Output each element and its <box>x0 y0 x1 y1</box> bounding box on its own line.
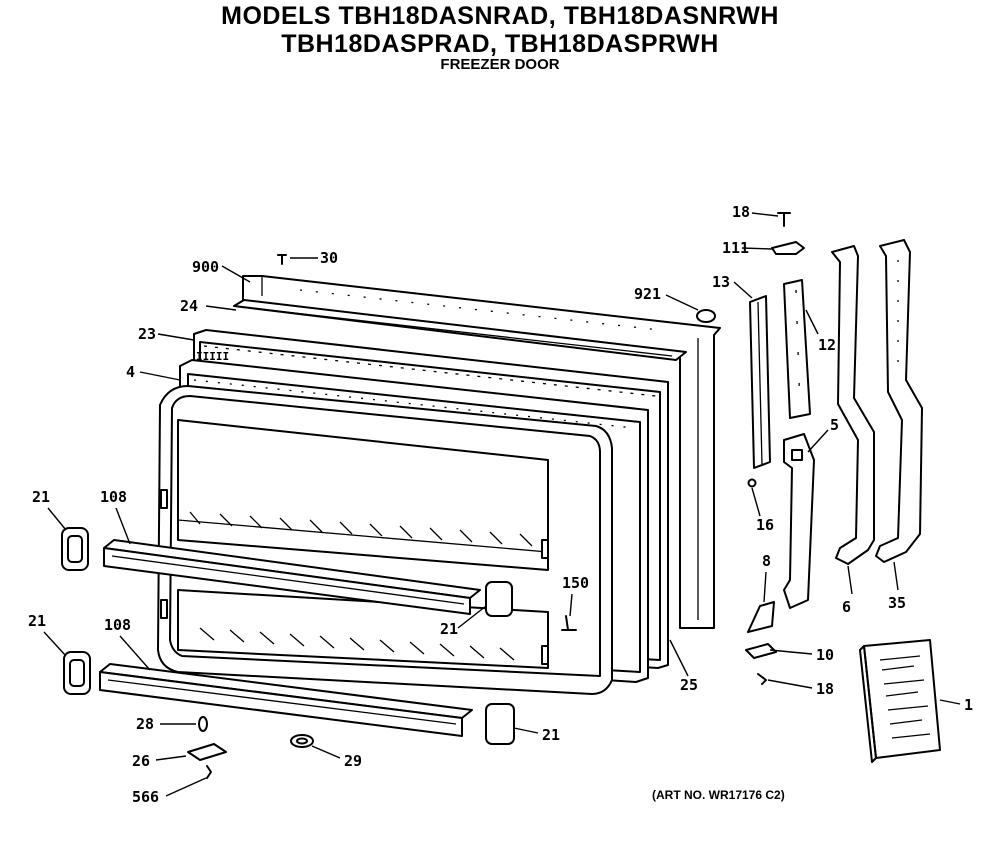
callout-4: 4 <box>126 363 135 381</box>
callout-23: 23 <box>138 325 156 343</box>
callout-6: 6 <box>842 598 851 616</box>
part-shelf-bar-upper <box>103 539 481 615</box>
part-instruction-booklet <box>859 639 941 763</box>
callout-5: 5 <box>830 416 839 434</box>
part-hinge-bar-6 <box>831 245 875 565</box>
callout-108-top: 108 <box>100 488 127 506</box>
part-small-hardware <box>187 212 805 779</box>
callout-150: 150 <box>562 574 589 592</box>
callout-1: 1 <box>964 696 973 714</box>
callout-10: 10 <box>816 646 834 664</box>
models-title-line-2: TBH18DASPRAD, TBH18DASPRWH <box>281 30 719 58</box>
callout-566: 566 <box>132 788 159 806</box>
callout-111: 111 <box>722 239 749 257</box>
callout-labels: 900 30 24 23 4 921 18 111 13 12 5 16 6 3… <box>28 203 973 806</box>
part-handle-bracket <box>783 433 815 609</box>
callout-21-top-left: 21 <box>32 488 50 506</box>
svg-text:IIIII: IIIII <box>196 350 229 363</box>
models-title-line-1: MODELS TBH18DASNRAD, TBH18DASNRWH <box>221 2 779 30</box>
callout-18-bottom: 18 <box>816 680 834 698</box>
callout-26: 26 <box>132 752 150 770</box>
part-handle-bar <box>749 295 771 469</box>
part-shelf-bar-lower <box>99 663 473 737</box>
callout-108-bottom: 108 <box>104 616 131 634</box>
callout-28: 28 <box>136 715 154 733</box>
callout-29: 29 <box>344 752 362 770</box>
callout-16: 16 <box>756 516 774 534</box>
section-title: FREEZER DOOR <box>440 56 560 73</box>
part-handle-cover <box>783 279 811 419</box>
callout-8: 8 <box>762 552 771 570</box>
part-trim-piece <box>747 601 775 633</box>
part-door-liner <box>157 385 613 695</box>
callout-900: 900 <box>192 258 219 276</box>
callout-21-bottom-right: 21 <box>542 726 560 744</box>
part-gasket-strip <box>233 299 687 361</box>
callout-leader-lines <box>43 212 961 797</box>
part-shelf-end-caps <box>61 527 515 745</box>
callout-21-bottom-left: 21 <box>28 612 46 630</box>
callout-13: 13 <box>712 273 730 291</box>
art-number-note: (ART NO. WR17176 C2) <box>652 788 785 802</box>
callout-30: 30 <box>320 249 338 267</box>
callout-12: 12 <box>818 336 836 354</box>
callout-921: 921 <box>634 285 661 303</box>
callout-18-top: 18 <box>732 203 750 221</box>
callout-21-middle: 21 <box>440 620 458 638</box>
callout-25: 25 <box>680 676 698 694</box>
part-hinge-bar-35 <box>875 239 923 563</box>
callout-24: 24 <box>180 297 198 315</box>
callout-35: 35 <box>888 594 906 612</box>
